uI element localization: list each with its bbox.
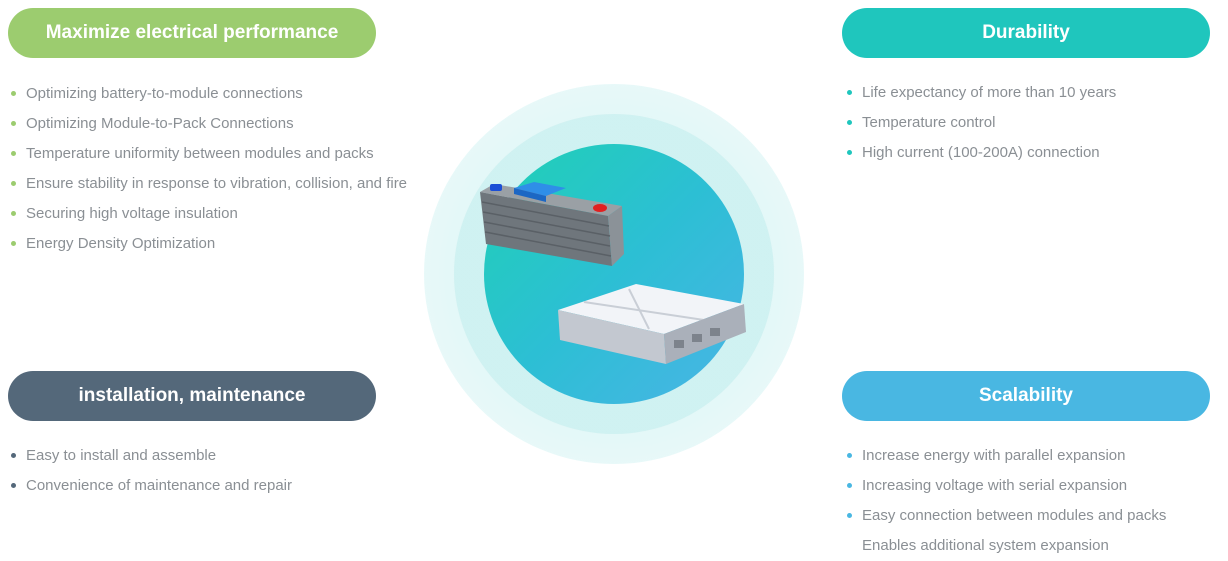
list-item: Securing high voltage insulation xyxy=(8,199,407,229)
bullet-icon xyxy=(847,513,852,518)
list-item: Energy Density Optimization xyxy=(8,229,407,259)
performance-list: Optimizing battery-to-module connections… xyxy=(8,79,407,259)
battery-pack-image xyxy=(558,284,746,364)
durability-header: Durability xyxy=(842,8,1210,58)
list-item: Convenience of maintenance and repair xyxy=(8,471,292,501)
list-item: Easy connection between modules and pack… xyxy=(844,501,1166,531)
battery-module-image xyxy=(480,182,624,266)
bullet-icon xyxy=(11,121,16,126)
bullet-icon xyxy=(11,453,16,458)
battery-illustration xyxy=(424,84,804,464)
performance-title: Maximize electrical performance xyxy=(45,22,339,43)
list-item: Temperature control xyxy=(844,108,1116,138)
bullet-icon xyxy=(11,151,16,156)
bullet-icon xyxy=(847,120,852,125)
bullet-icon xyxy=(11,181,16,186)
installation-list: Easy to install and assemble Convenience… xyxy=(8,441,292,501)
list-item: Life expectancy of more than 10 years xyxy=(844,78,1116,108)
bullet-icon xyxy=(11,483,16,488)
bullet-icon xyxy=(11,91,16,96)
list-item: High current (100-200A) connection xyxy=(844,138,1116,168)
bullet-icon xyxy=(11,241,16,246)
list-item: Ensure stability in response to vibratio… xyxy=(8,169,407,199)
list-item: Optimizing battery-to-module connections xyxy=(8,79,407,109)
durability-list: Life expectancy of more than 10 years Te… xyxy=(844,78,1116,168)
scalability-list: Increase energy with parallel expansion … xyxy=(844,441,1166,561)
bullet-icon xyxy=(847,453,852,458)
scalability-header: Scalability xyxy=(842,371,1210,421)
scalability-title: Scalability xyxy=(979,385,1073,406)
battery-images xyxy=(480,182,746,364)
installation-title: installation, maintenance xyxy=(78,385,306,406)
list-item: Increase energy with parallel expansion xyxy=(844,441,1166,471)
installation-header: installation, maintenance xyxy=(8,371,376,421)
list-item: Optimizing Module-to-Pack Connections xyxy=(8,109,407,139)
bullet-icon xyxy=(847,150,852,155)
list-item: Increasing voltage with serial expansion xyxy=(844,471,1166,501)
performance-header: Maximize electrical performance xyxy=(8,8,376,58)
list-item: Temperature uniformity between modules a… xyxy=(8,139,407,169)
durability-title: Durability xyxy=(982,22,1070,43)
list-item: Easy to install and assemble xyxy=(8,441,292,471)
bullet-icon xyxy=(847,90,852,95)
bullet-icon xyxy=(847,483,852,488)
bullet-icon xyxy=(11,211,16,216)
list-item: Enables additional system expansion xyxy=(862,537,1109,554)
